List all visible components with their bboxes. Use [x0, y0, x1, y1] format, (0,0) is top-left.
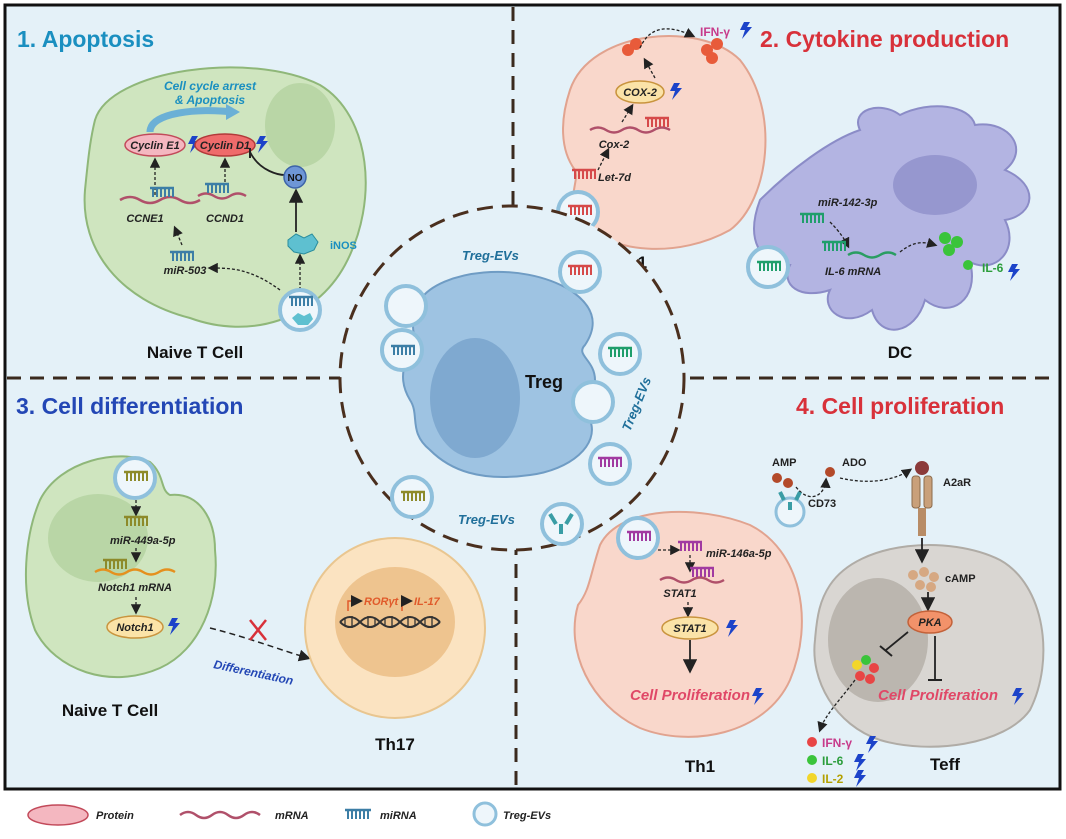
il6-label-q4: IL-6	[822, 754, 844, 768]
ifn-label-q4: IFN-γ	[822, 736, 852, 750]
mir146-label: miR-146a-5p	[706, 548, 772, 560]
cyclin-d1-label: Cyclin D1	[200, 140, 250, 152]
stat1-mrna-label: STAT1	[663, 588, 696, 600]
a2ar-receptor	[911, 461, 933, 536]
cox2-protein	[615, 80, 665, 104]
inos-protein	[287, 233, 319, 255]
ifn-molecules-q2	[622, 38, 723, 64]
legend: Protein mRNA miRNA Treg-EVs	[27, 801, 551, 827]
ado-label: ADO	[842, 457, 867, 469]
title-cytokine: 2. Cytokine production	[760, 26, 1009, 52]
mir449-label: miR-449a-5p	[110, 535, 176, 547]
cyclin-d1-protein	[194, 133, 256, 157]
notch1-mrna-label: Notch1 mRNA	[98, 582, 172, 594]
legend-mrna-label: mRNA	[275, 810, 309, 822]
teff-label: Teff	[930, 755, 960, 774]
camp-molecules	[908, 567, 939, 592]
cox2-mrna-label: Cox-2	[599, 139, 630, 151]
a2ar-label: A2aR	[943, 477, 971, 489]
amp-label: AMP	[772, 457, 796, 469]
treg-ev-center-4	[598, 332, 642, 376]
title-proliferation: 4. Cell proliferation	[796, 393, 1004, 419]
treg-ev-q3	[113, 456, 157, 500]
apoptosis-arrest-text-1: Cell cycle arrest	[164, 79, 257, 93]
legend-mrna-swatch	[179, 810, 261, 820]
teff-cell	[813, 544, 1045, 748]
let7d-label: Let-7d	[598, 172, 631, 184]
treg-ev-center-8	[540, 502, 584, 546]
legend-evs-swatch	[472, 801, 498, 827]
treg-ev-center-1	[384, 284, 428, 328]
il6-label-q2: IL-6	[982, 261, 1004, 275]
cytokine-cluster-teff	[852, 655, 879, 684]
roryt-label: RORγt	[364, 596, 400, 608]
il6-molecules-q2	[939, 232, 973, 270]
treg-ev-center-6	[588, 442, 632, 486]
cyclin-e1-protein	[124, 133, 186, 157]
pka-label: PKA	[918, 617, 941, 629]
cell-prolif-label-th1: Cell Proliferation	[630, 687, 750, 704]
treg-evs-label-bottom: Treg-EVs	[458, 512, 515, 527]
legend-protein-label: Protein	[96, 810, 134, 822]
treg-ev-q1	[278, 288, 322, 332]
treg-ev-center-2	[380, 328, 424, 372]
ifn-label-q2: IFN-γ	[700, 25, 730, 39]
inos-label: iNOS	[330, 240, 357, 252]
mir142-label: miR-142-3p	[818, 197, 878, 209]
th17-cell	[304, 537, 486, 719]
dc-cell	[753, 105, 1031, 331]
legend-mirna-label: miRNA	[380, 810, 417, 822]
dc-label: DC	[888, 343, 913, 362]
th1-label-q4: Th1	[685, 757, 715, 776]
treg-ev-center-7	[390, 475, 434, 519]
il2-label-q4: IL-2	[822, 772, 844, 786]
pka-protein	[907, 610, 953, 634]
cell-prolif-label-teff: Cell Proliferation	[878, 687, 998, 704]
naive-t-cell-label-q1: Naive T Cell	[147, 343, 243, 362]
notch1-label: Notch1	[116, 622, 153, 634]
legend-evs-label: Treg-EVs	[503, 810, 551, 822]
notch1-protein	[106, 615, 164, 639]
camp-label: cAMP	[945, 573, 976, 585]
cyclin-e1-label: Cyclin E1	[130, 140, 180, 152]
naive-t-cell-label-q3: Naive T Cell	[62, 701, 158, 720]
treg-evs-label-top: Treg-EVs	[462, 248, 519, 263]
cd73-ev	[774, 491, 806, 528]
treg-label: Treg	[525, 372, 563, 392]
treg-nucleus	[430, 338, 520, 458]
il17-label: IL-17	[414, 596, 441, 608]
ccne1-label: CCNE1	[126, 213, 163, 225]
treg-ev-q4-th1	[616, 516, 660, 560]
no-molecule	[283, 165, 307, 189]
th17-label: Th17	[375, 735, 415, 754]
il6-mrna-label: IL-6 mRNA	[825, 266, 881, 278]
legend-protein-swatch	[27, 804, 89, 826]
treg-ev-center-3	[558, 250, 602, 294]
dna-helix	[339, 616, 441, 628]
stat1-protein-label: STAT1	[673, 623, 706, 635]
title-differentiation: 3. Cell differentiation	[16, 393, 243, 419]
no-label: NO	[288, 173, 303, 184]
apoptosis-arrest-text-2: & Apoptosis	[175, 93, 246, 107]
treg-ev-q2-dc	[746, 245, 790, 289]
ccnd1-label: CCND1	[206, 213, 244, 225]
title-apoptosis: 1. Apoptosis	[17, 26, 154, 52]
mir503-label: miR-503	[164, 265, 207, 277]
stat1-protein	[661, 616, 719, 640]
legend-mirna-swatch	[345, 808, 371, 819]
cox2-protein-label: COX-2	[623, 87, 657, 99]
cd73-label: CD73	[808, 498, 836, 510]
treg-ev-center-5	[571, 380, 615, 424]
